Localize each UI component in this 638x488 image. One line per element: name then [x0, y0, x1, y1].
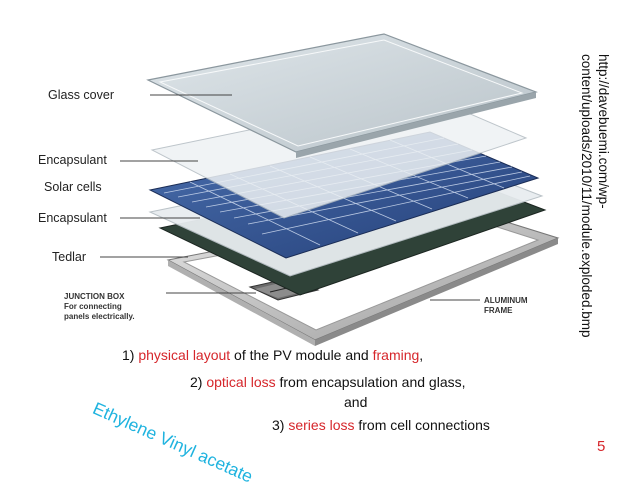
and-connector: and — [344, 394, 368, 410]
label-glass-cover: Glass cover — [48, 88, 114, 102]
label-junction-box: JUNCTION BOX For connecting panels elect… — [64, 292, 135, 321]
source-url: http://davebuemi.com/wp- content/uploads… — [579, 54, 611, 338]
leader-lines — [100, 94, 480, 301]
glass-cover-layer — [146, 33, 538, 158]
point-2: 2) optical loss from encapsulation and g… — [190, 374, 466, 390]
label-tedlar: Tedlar — [52, 250, 87, 264]
point-1: 1) physical layout of the PV module and … — [122, 347, 424, 363]
page-number: 5 — [597, 438, 606, 455]
label-aluminum-frame: ALUMINUM FRAME — [484, 296, 528, 315]
label-encapsulant-top: Encapsulant — [38, 153, 107, 167]
point-3: 3) series loss from cell connections — [272, 417, 490, 433]
label-solar-cells: Solar cells — [44, 180, 102, 194]
label-encapsulant-bottom: Encapsulant — [38, 211, 107, 225]
